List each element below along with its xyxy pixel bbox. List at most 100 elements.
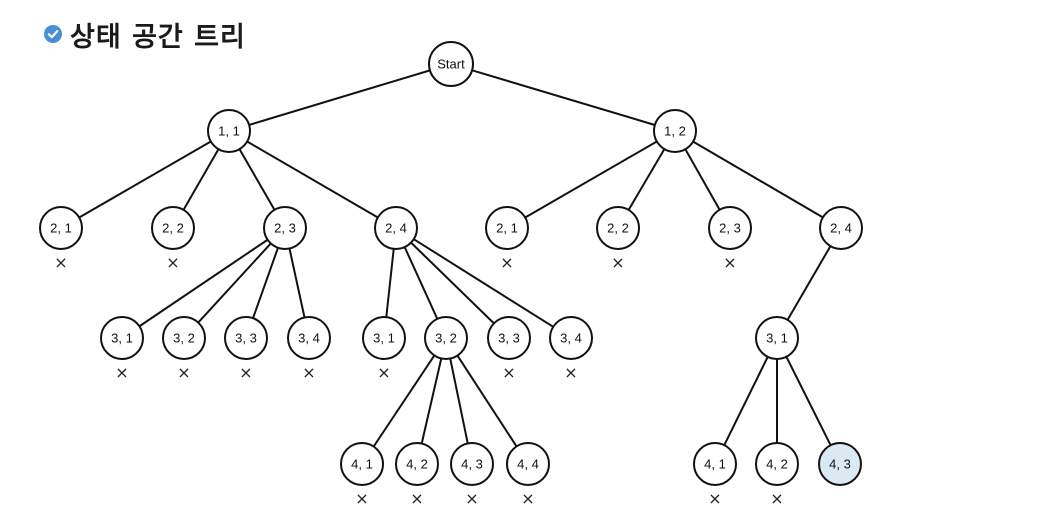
pruned-mark: × [239,363,252,382]
pruned-mark: × [177,363,190,382]
node-circle [362,316,406,360]
tree-edge [524,140,658,219]
node-circle [818,442,862,486]
node-circle [693,442,737,486]
tree-edge [372,354,436,448]
node-label: 3, 1 [373,331,395,346]
tree-node: 4, 1 × [340,442,384,508]
pruned-mark: × [377,363,390,382]
pruned-mark: × [723,253,736,272]
tree-edge [449,358,469,444]
tree-node: 3, 1× [100,316,144,382]
node-label: 4, 1 [351,457,373,472]
node-label: 4, 3 [461,457,483,472]
tree-node: 3, 2 [424,316,468,360]
node-label: 3, 3 [235,331,257,346]
tree-node: 3, 4× [287,316,331,382]
node-circle [450,442,494,486]
tree-edge [182,148,220,211]
node-circle [549,316,593,360]
tree-edge [692,140,824,219]
node-circle [100,316,144,360]
tree-edge [197,242,272,324]
tree-node: 3, 1 × [362,316,406,382]
tree-edge [413,238,554,328]
node-circle [428,41,474,87]
node-circle [224,316,268,360]
tree-edge [138,238,269,328]
tree-edge [420,358,443,444]
node-label: 2, 3 [274,221,296,236]
node-label: 2, 1 [496,221,518,236]
tree-edge [288,248,306,318]
node-label: 4, 1 [704,457,726,472]
tree-edge [786,245,832,321]
tree-node: 4, 2 × [395,442,439,508]
tree-edge [78,140,212,219]
tree-node: 3, 4 × [549,316,593,382]
tree-edge [385,248,395,318]
node-circle [596,206,640,250]
node-label: 3, 1 [111,331,133,346]
pruned-mark: × [708,489,721,508]
node-label: 4, 4 [517,457,539,472]
node-label: 3, 4 [560,331,582,346]
pruned-mark: × [502,363,515,382]
tree-node: 2, 4 [374,206,418,250]
page-title: 상태 공간 트리 [70,21,246,53]
tree-node: 4, 2× [755,442,799,508]
node-circle [653,109,697,153]
tree-edge [410,241,495,325]
check-circle-icon [44,25,62,43]
node-circle [287,316,331,360]
node-label: 2, 2 [162,221,184,236]
tree-node: 1, 2 [653,109,697,153]
tree-node: 2, 1× [485,206,529,272]
tree-node: 4, 1 × [693,442,737,508]
tree-node: 2, 2 × [151,206,195,272]
node-circle [395,442,439,486]
tree-edge [238,148,276,211]
node-label: 1, 1 [218,124,240,139]
node-label: 2, 1 [50,221,72,236]
tree-edge [627,148,666,211]
tree-edge [456,355,518,447]
node-circle [506,442,550,486]
pruned-mark: × [355,489,368,508]
node-label: 3, 2 [435,331,457,346]
node-label: 2, 3 [719,221,741,236]
node-label: 4, 2 [406,457,428,472]
node-circle [708,206,752,250]
node-circle [39,206,83,250]
tree-node: 2, 4 [819,206,863,250]
node-circle [162,316,206,360]
node-circle [755,316,799,360]
pruned-mark: × [410,489,423,508]
tree-edges [78,69,832,448]
tree-edge [246,140,379,219]
pruned-mark: × [521,489,534,508]
tree-node: 3, 1 [755,316,799,360]
tree-node: 1, 1 [207,109,251,153]
node-circle [485,206,529,250]
tree-node: 4, 3× [450,442,494,508]
pruned-mark: × [564,363,577,382]
node-label: 2, 4 [830,221,852,236]
tree-edge [471,69,656,126]
pruned-mark: × [166,253,179,272]
node-label: 4, 3 [829,457,851,472]
tree-node: 2, 3 × [708,206,752,272]
node-circle [424,316,468,360]
pruned-mark: × [611,253,624,272]
tree-node: 3, 2× [162,316,206,382]
node-label: 3, 1 [766,331,788,346]
tree-edge [785,356,832,446]
tree-edge [248,69,431,126]
tree-node: 2, 1× [39,206,83,272]
tree-edge [403,246,439,320]
node-label: 4, 2 [766,457,788,472]
node-label: 3, 3 [498,331,520,346]
tree-edge [723,356,769,446]
